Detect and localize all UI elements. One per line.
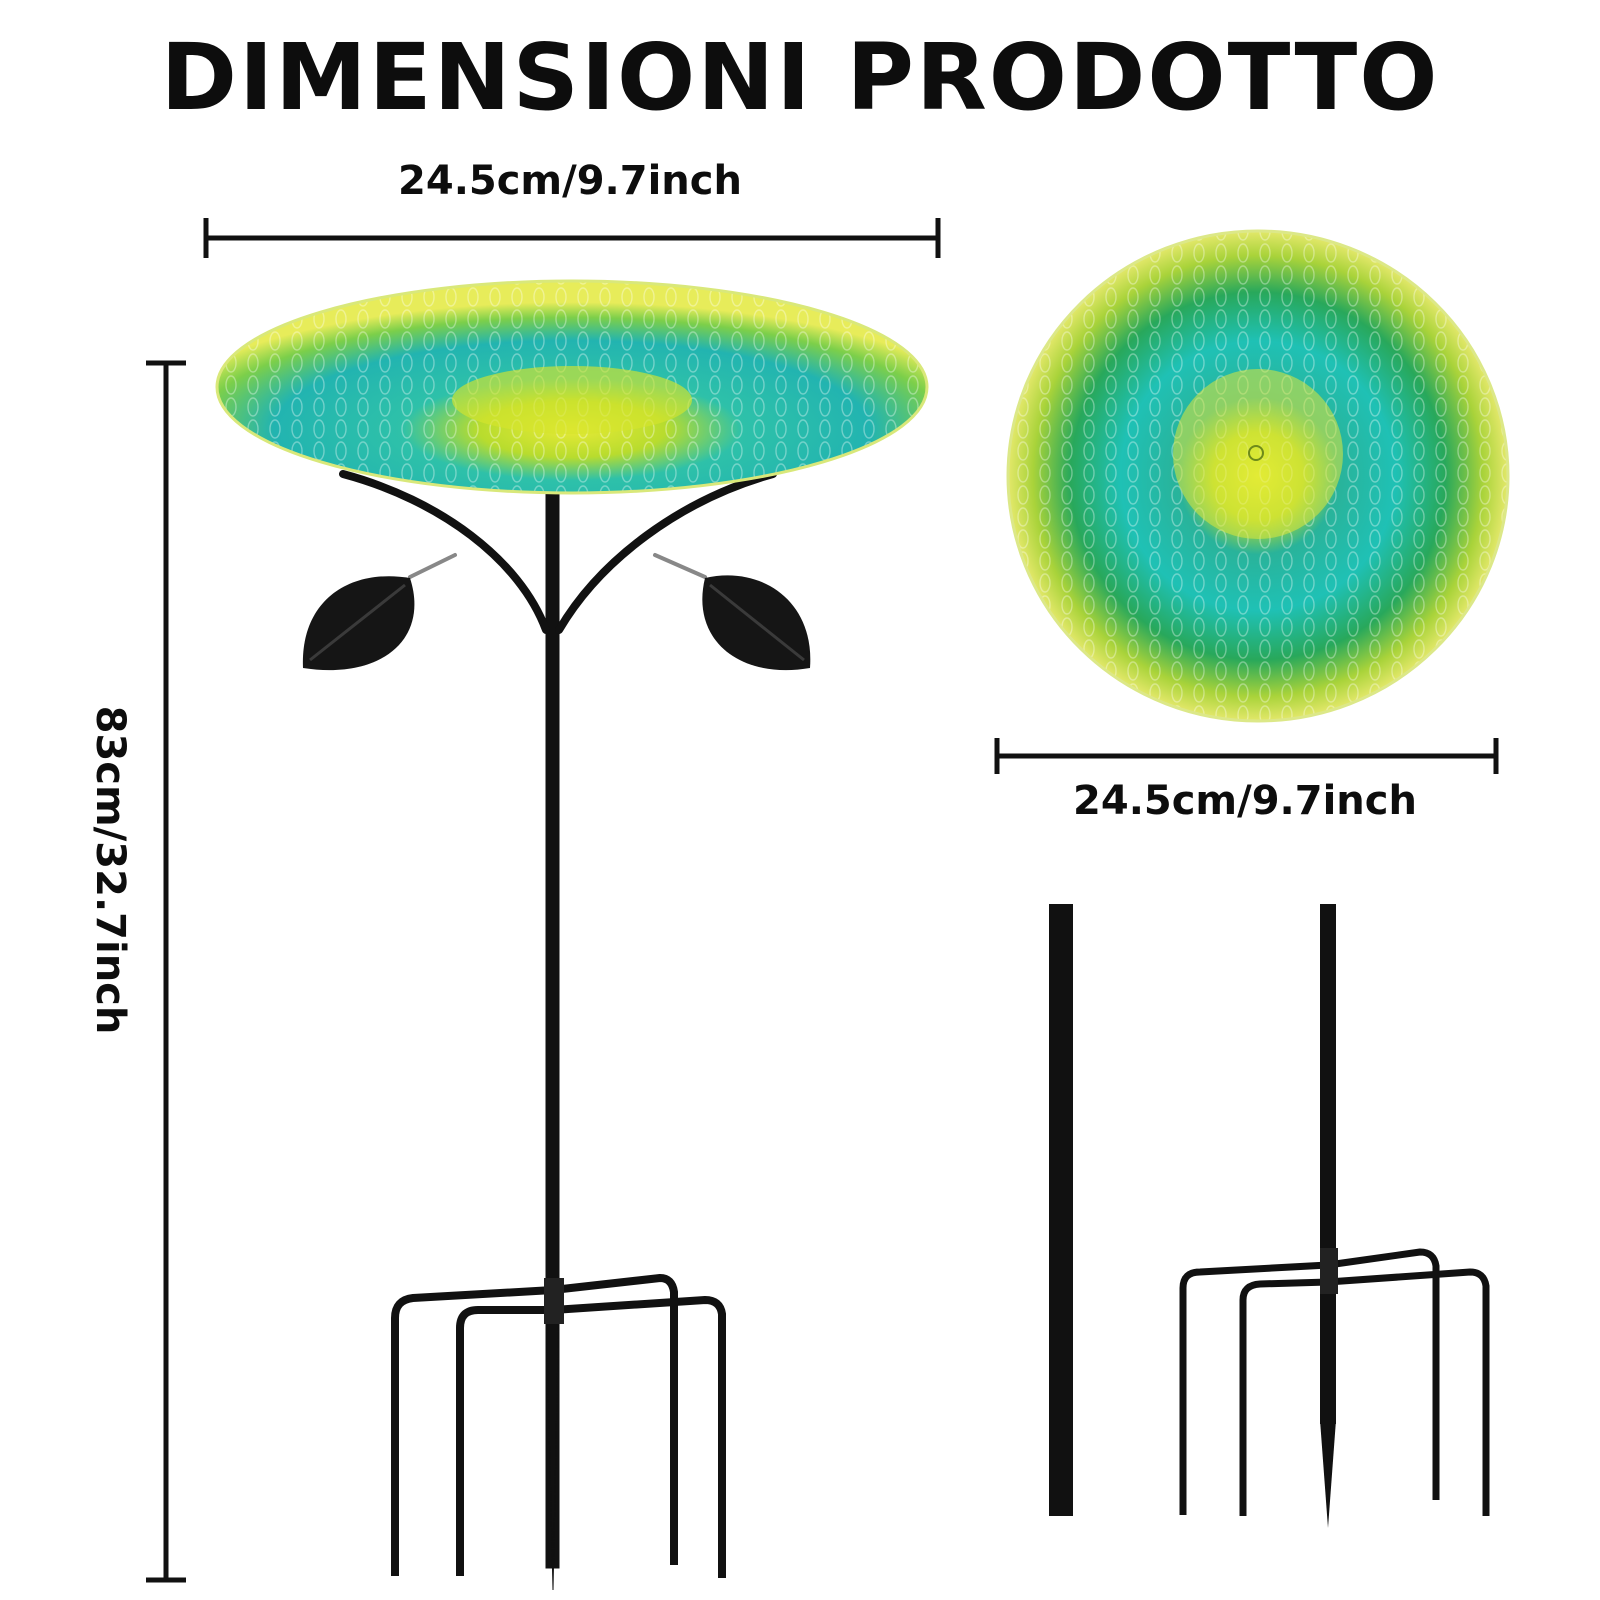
- leaf-stand-icon: [339, 470, 777, 634]
- pole-icon: [545, 487, 560, 1591]
- bowl-width-label-side: 24.5cm/9.7inch: [398, 158, 742, 204]
- bowl-width-label-top: 24.5cm/9.7inch: [1073, 778, 1417, 824]
- bowl-top-icon: [1006, 229, 1510, 723]
- leaf-left-icon: [302, 576, 415, 671]
- leaf-right-icon: [702, 575, 811, 671]
- dimension-line-height: [146, 360, 186, 1583]
- stake-icon: [1179, 904, 1490, 1528]
- dimension-line-top: [203, 218, 941, 258]
- pole-separate-icon: [1049, 904, 1073, 1516]
- page-title: DIMENSIONI PRODOTTO: [160, 24, 1440, 131]
- bowl-side-icon: [215, 279, 929, 495]
- dimension-line-right: [994, 738, 1499, 774]
- stake-base-icon: [391, 1274, 726, 1578]
